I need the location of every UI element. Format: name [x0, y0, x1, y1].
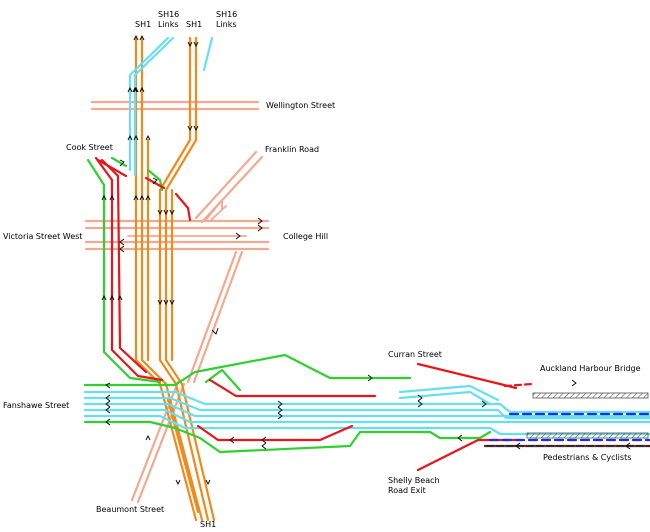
- label-sh1-north-b: SH1: [186, 20, 202, 29]
- label-sh16-north-b-l1: SH16: [216, 10, 237, 19]
- wellington-street: [90, 100, 260, 111]
- label-cook-street: Cook Street: [66, 143, 113, 152]
- red-ramps: [94, 156, 534, 472]
- label-sh16-north-a-l2: Links: [158, 20, 179, 29]
- label-pedestrians-cyclists: Pedestrians & Cyclists: [543, 453, 631, 462]
- green-ramps: [83, 156, 492, 454]
- hatched-shoulder-lower: [526, 432, 649, 439]
- label-wellington-street: Wellington Street: [266, 101, 335, 110]
- hatched-shoulder-upper: [532, 392, 649, 399]
- label-shelly-beach-l2: Road Exit: [388, 486, 426, 495]
- label-fanshawe-street: Fanshawe Street: [3, 401, 69, 410]
- label-shelly-beach-l1: Shelly Beach: [388, 476, 440, 485]
- label-harbour-bridge: Auckland Harbour Bridge: [540, 364, 641, 373]
- label-sh16-north-b-l2: Links: [216, 20, 237, 29]
- labels: SH1 SH16 Links SH1 SH16 Links Wellington…: [3, 10, 641, 529]
- franklin-road: [194, 150, 264, 224]
- label-sh1-south: SH1: [200, 520, 216, 529]
- victoria-street-west: [84, 199, 270, 251]
- label-sh16-north-a-l1: SH16: [158, 10, 179, 19]
- label-college-hill: College Hill: [283, 232, 328, 241]
- label-franklin-road: Franklin Road: [265, 145, 319, 154]
- sh1-motorway: [134, 36, 216, 522]
- label-beaumont-street: Beaumont Street: [96, 505, 164, 514]
- label-curran-street: Curran Street: [388, 350, 442, 359]
- direction-arrows: [101, 34, 631, 486]
- bus-lanes: [488, 412, 650, 442]
- college-hill-ramp: [186, 250, 244, 384]
- label-victoria-street-west: Victoria Street West: [3, 232, 82, 241]
- label-sh1-north-a: SH1: [135, 20, 151, 29]
- sh16-links: [83, 36, 650, 436]
